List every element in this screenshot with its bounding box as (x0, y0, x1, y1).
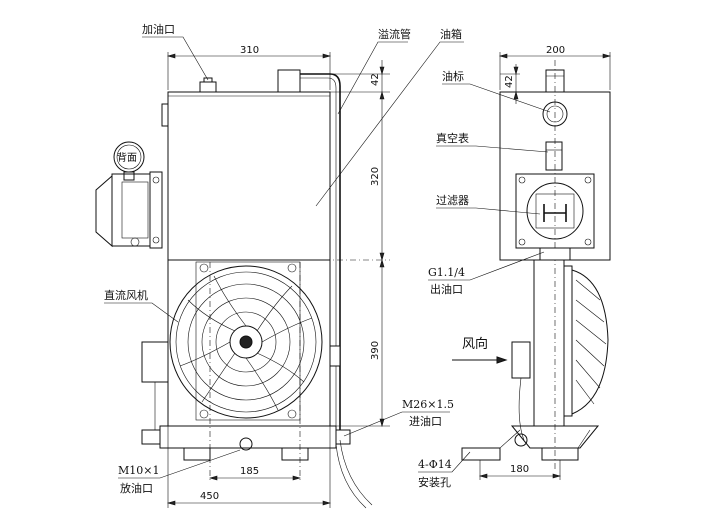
wind-direction-label: 风向 (462, 336, 488, 352)
label-oil-gauge: 油标 (442, 69, 464, 83)
base-manifold (159, 425, 337, 449)
label-fill-port: 加油口 (142, 22, 175, 36)
dim-height-top: 42 (370, 73, 381, 86)
dim-side-hole-spacing: 180 (510, 464, 529, 475)
dim-front-hole-spacing: 185 (240, 466, 259, 477)
front-view: 310 背面 (95, 45, 390, 509)
oil-tank-front (167, 91, 331, 261)
fill-port-cap (199, 81, 217, 93)
label-inlet-thread: M26×1.5 (402, 398, 454, 411)
label-mount-holes-spec: 4-Φ14 (418, 458, 452, 471)
label-drain-thread: M10×1 (118, 464, 159, 477)
fan-junction-box (141, 341, 169, 383)
cooler-core-side (533, 259, 565, 427)
fan-guard-side (571, 269, 609, 415)
gauge-face-label: 背面 (117, 151, 137, 164)
dim-height-cooler: 390 (370, 341, 381, 360)
label-outlet-thread: G1.1/4 (428, 266, 465, 279)
label-mount-holes: 安装孔 (418, 475, 451, 489)
drain-plug (239, 437, 253, 451)
overflow-pipe (300, 73, 341, 440)
side-view: 200 42 (452, 45, 612, 480)
dim-side-height-top: 42 (504, 75, 515, 88)
vacuum-gauge-side (545, 141, 563, 171)
filter-element (526, 182, 584, 240)
label-overflow-pipe: 溢流管 (378, 27, 411, 41)
side-base (510, 425, 600, 449)
front-annotations: 加油口 溢流管 油箱 直流风机 M26×1.5 进油口 M10×1 放油口 (104, 22, 464, 495)
filter-flange (515, 173, 595, 249)
label-outlet: 出油口 (430, 282, 463, 296)
side-annotations: 油标 真空表 过滤器 G1.1/4 出油口 4-Φ14 安装孔 (418, 69, 551, 489)
label-vacuum-gauge: 真空表 (436, 131, 469, 145)
overflow-pipe-fitting (277, 69, 301, 93)
label-drain: 放油口 (120, 481, 153, 495)
dim-front-width-total: 450 (200, 491, 219, 502)
label-filter: 过滤器 (436, 194, 469, 207)
filter-housing-left (95, 174, 113, 248)
dim-side-width-top: 200 (546, 45, 565, 56)
dim-front-width-top: 310 (240, 45, 259, 56)
dim-height-tank: 320 (370, 167, 381, 186)
label-inlet: 进油口 (409, 414, 442, 428)
label-oil-tank: 油箱 (440, 27, 462, 41)
label-dc-fan: 直流风机 (104, 288, 148, 302)
dc-fan (169, 265, 323, 419)
